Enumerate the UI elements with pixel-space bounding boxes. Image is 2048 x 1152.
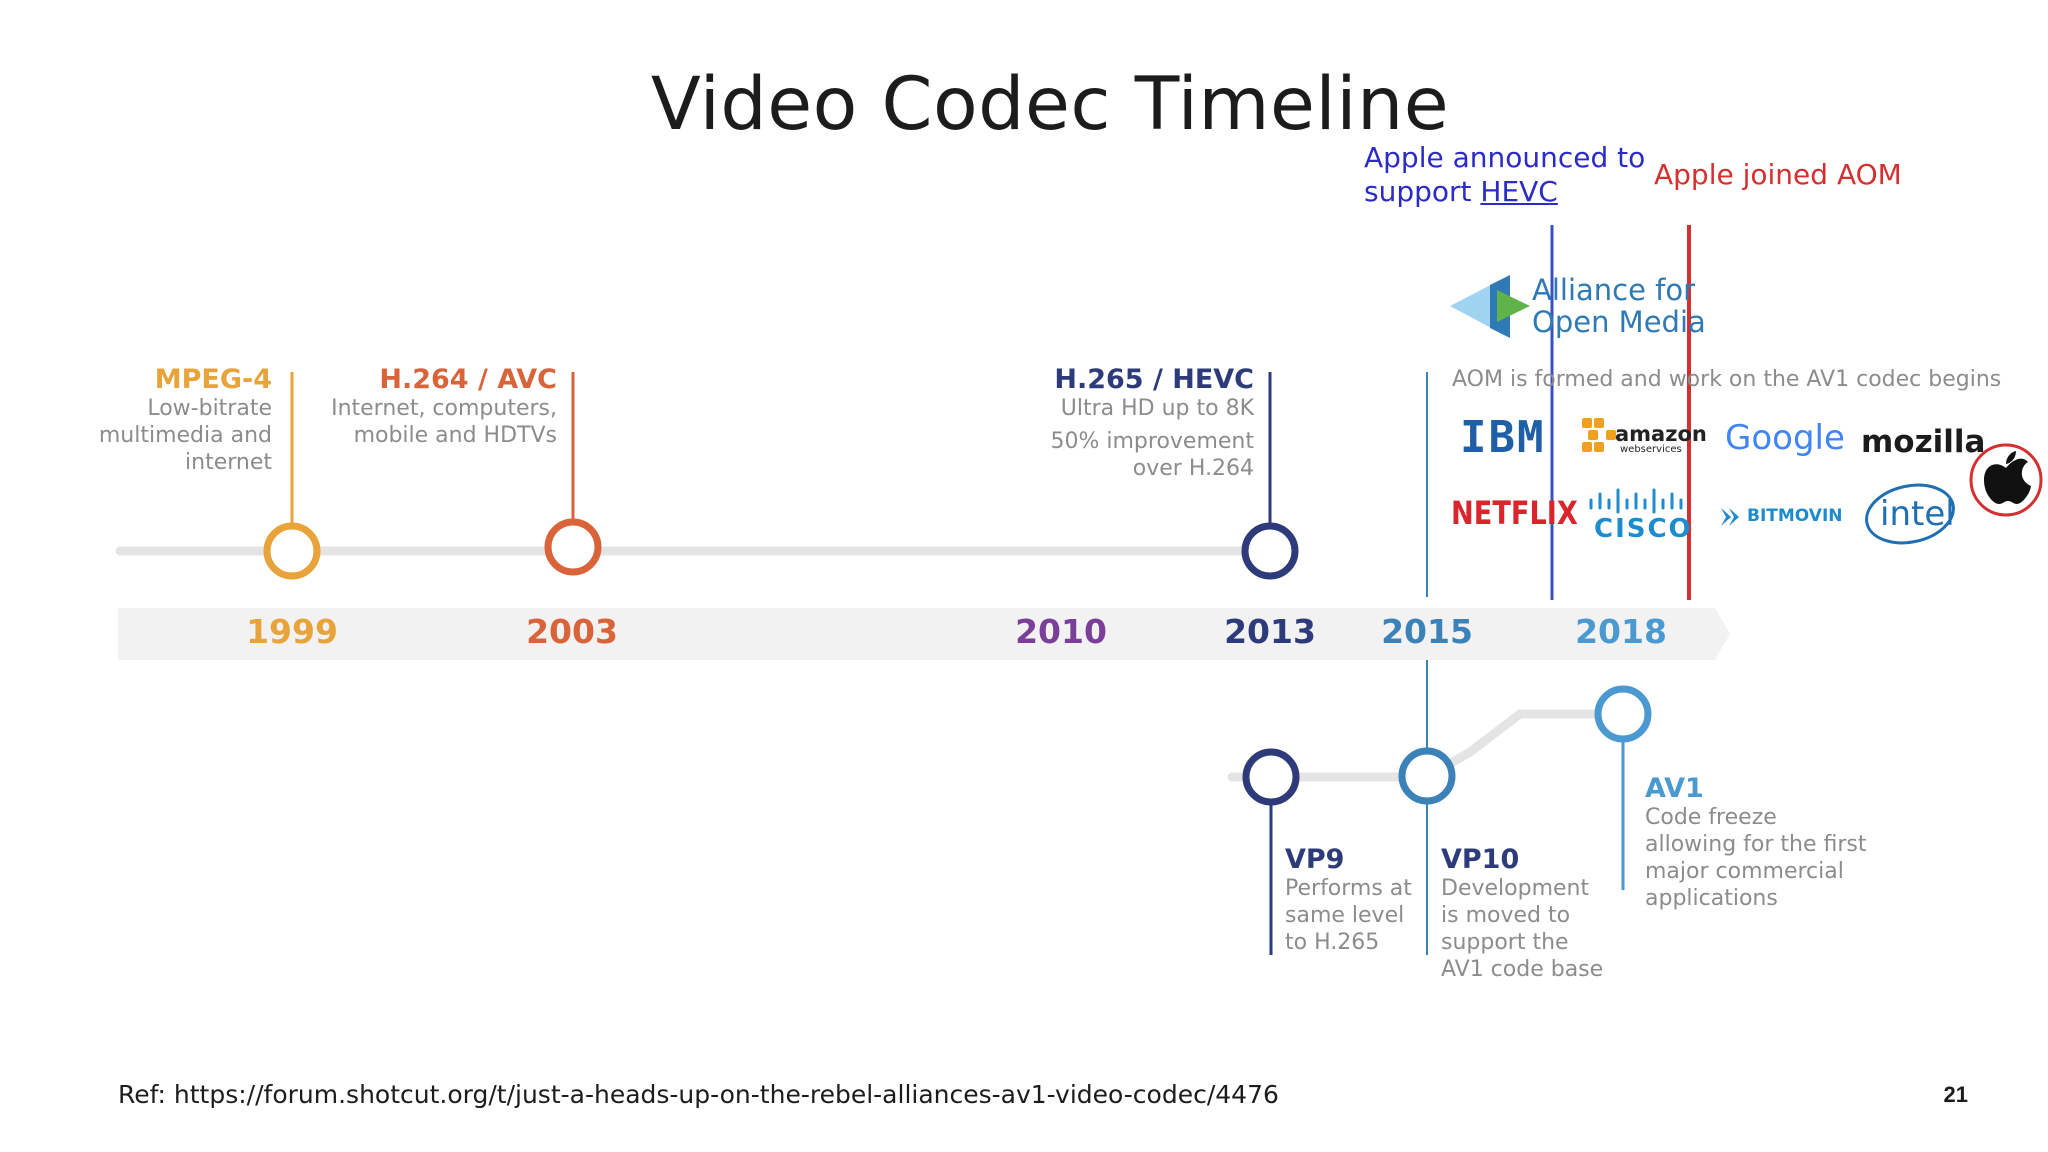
cisco-bars-icon (1589, 488, 1683, 514)
event-av1-line: applications (1645, 886, 1778, 911)
year-label-2010: 2010 (1015, 612, 1107, 651)
event-vp10-line: support the (1441, 930, 1569, 955)
event-mpeg4-heading: MPEG-4 (154, 364, 272, 395)
year-label-2015: 2015 (1381, 612, 1473, 651)
event-h264: H.264 / AVC Internet, computers, mobile … (197, 364, 557, 449)
apple-announced-line1: Apple announced to (1364, 141, 1646, 174)
year-segment-2013 (1185, 608, 1360, 660)
event-hevc-heading: H.265 / HEVC (1054, 364, 1254, 395)
aom-logo-line1: Alliance for (1532, 273, 1696, 307)
cisco-logo: CISCO (1594, 514, 1693, 544)
apple-logo-icon (1984, 451, 2031, 504)
event-h264-line: mobile and HDTVs (353, 423, 557, 448)
event-vp9-heading: VP9 (1285, 844, 1345, 875)
event-av1-line: Code freeze (1645, 805, 1777, 830)
event-mpeg4-line: Low-bitrate (147, 396, 272, 421)
apple-announced-prefix: support (1364, 175, 1481, 208)
av1-node (1594, 685, 1652, 743)
apple-announced-line2: support HEVC (1364, 175, 1645, 209)
intel-logo: intel (1880, 494, 1955, 534)
hevc-node (1241, 522, 1299, 580)
year-bar (118, 608, 1730, 660)
year-label-2013: 2013 (1224, 612, 1316, 651)
intel-swoosh-icon (1865, 483, 1955, 545)
aom-caption: AOM is formed and work on the AV1 codec … (1452, 367, 2002, 392)
apple-announced-note: Apple announced to support HEVC (1364, 141, 1645, 209)
event-vp9-line: Performs at (1285, 876, 1412, 901)
event-av1: AV1 Code freeze allowing for the first m… (1645, 773, 1905, 912)
h264-node (544, 518, 602, 576)
ibm-logo: IBM (1460, 412, 1546, 463)
event-vp10-heading: VP10 (1441, 844, 1520, 875)
event-mpeg4-line: multimedia and (98, 423, 272, 448)
event-vp10-line: Development (1441, 876, 1590, 901)
event-hevc: H.265 / HEVC Ultra HD up to 8K 50% impro… (894, 364, 1254, 482)
year-segment-2018 (1510, 608, 1730, 660)
event-mpeg4-line: internet (185, 450, 272, 475)
event-hevc-line: Ultra HD up to 8K (1060, 396, 1254, 421)
reference-link[interactable]: Ref: https://forum.shotcut.org/t/just-a-… (118, 1080, 1279, 1109)
lower-track (1227, 709, 1627, 782)
vp10-node (1398, 747, 1456, 805)
event-av1-heading: AV1 (1645, 773, 1704, 804)
slide-title: Video Codec Timeline (650, 62, 1450, 147)
aom-logo-icon (1450, 275, 1530, 338)
apple-joined-note: Apple joined AOM (1654, 158, 1902, 191)
year-segment-blank (690, 608, 950, 660)
year-segment-2010 (935, 608, 1200, 660)
year-label-2003: 2003 (526, 612, 618, 651)
hevc-link[interactable]: HEVC (1480, 175, 1558, 208)
event-vp10-line: is moved to (1441, 903, 1571, 928)
event-vp10: VP10 Development is moved to support the… (1441, 844, 1621, 983)
event-mpeg4: MPEG-4 Low-bitrate multimedia and intern… (12, 364, 272, 476)
event-h264-line: Internet, computers, (331, 396, 557, 421)
event-av1-line: major commercial (1645, 859, 1844, 884)
year-label-1999: 1999 (246, 612, 338, 651)
event-vp9: VP9 Performs at same level to H.265 (1285, 844, 1425, 956)
bitmovin-chevrons-icon (1721, 508, 1739, 526)
aom-logo-text: Alliance for Open Media (1532, 274, 1706, 338)
year-segment-2015 (1345, 608, 1525, 660)
year-segment-1999 (118, 608, 470, 660)
bitmovin-logo: BITMOVIN (1747, 506, 1843, 526)
google-logo: Google (1725, 418, 1845, 458)
year-segment-2003 (455, 608, 705, 660)
event-hevc-line: over H.264 (1132, 456, 1254, 481)
event-hevc-line: 50% improvement (1050, 429, 1254, 454)
event-h264-heading: H.264 / AVC (379, 364, 557, 395)
mpeg4-node (263, 522, 321, 580)
year-label-2018: 2018 (1575, 612, 1667, 651)
amazon-logo: amazon (1615, 422, 1707, 446)
netflix-logo: NETFLIX (1451, 494, 1578, 532)
event-vp9-line: same level (1285, 903, 1405, 928)
amazon-boxes-icon (1582, 418, 1616, 452)
event-vp9-line: to H.265 (1285, 930, 1380, 955)
amazon-logo-sub: webservices (1620, 444, 1682, 455)
event-av1-line: allowing for the first (1645, 832, 1867, 857)
aom-logo-line2: Open Media (1532, 305, 1706, 339)
event-vp10-line: AV1 code base (1441, 957, 1604, 982)
page-number: 21 (1943, 1082, 1968, 1107)
mozilla-logo: mozilla (1861, 424, 1986, 460)
vp9-node (1242, 748, 1300, 806)
